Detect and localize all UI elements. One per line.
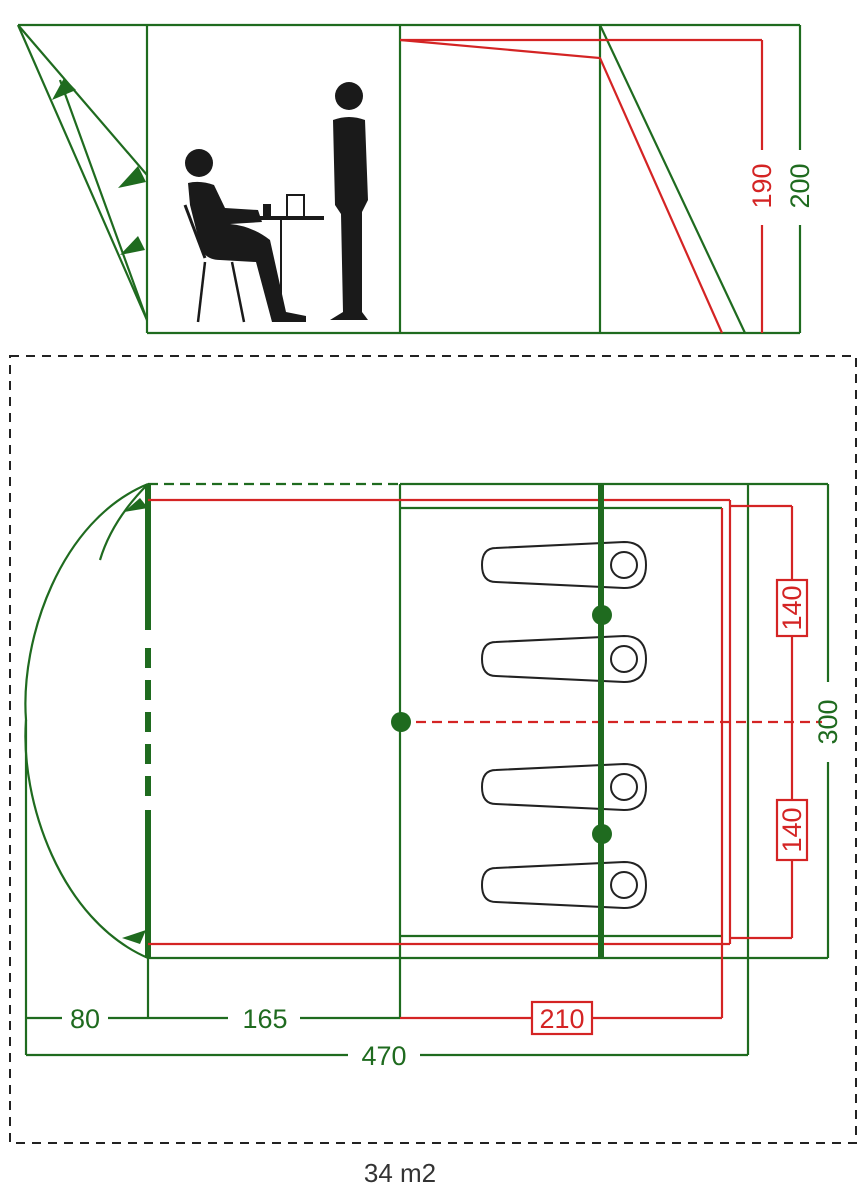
- peg-marker-1: [52, 78, 76, 100]
- bedroom-depth-1-label: 140: [777, 585, 807, 630]
- height-inner-label: 190: [747, 163, 777, 208]
- sleeping-bag-2: [480, 634, 648, 684]
- height-outer-label: 200: [785, 163, 815, 208]
- sleeping-bag-4: [480, 860, 648, 910]
- bedroom-length-label: 210: [539, 1004, 584, 1034]
- floor-area-label: 34 m2: [363, 1158, 437, 1188]
- width-label: 300: [813, 699, 843, 744]
- peg-marker-2: [118, 166, 146, 188]
- pole-joint-center: [391, 712, 411, 732]
- peg-marker-3: [120, 236, 145, 255]
- bedroom-depth-2-label: 140: [777, 807, 807, 852]
- sleeping-bag-1: [480, 540, 648, 590]
- floor-plan: 140 140 300 80 165 210 470: [9, 355, 857, 1144]
- table-figure: [238, 194, 324, 300]
- total-length-label: 470: [361, 1041, 406, 1071]
- canopy-length-label: 80: [70, 1004, 100, 1034]
- standing-person-icon: [330, 82, 368, 320]
- living-length-label: 165: [242, 1004, 287, 1034]
- sleeping-bag-3: [480, 762, 648, 812]
- footprint-outline: [9, 355, 857, 1144]
- seated-person-icon: [183, 149, 306, 323]
- peg-marker-front-bottom: [122, 930, 146, 944]
- side-elevation: 190 200: [16, 23, 815, 335]
- peg-marker-front-top: [124, 498, 148, 512]
